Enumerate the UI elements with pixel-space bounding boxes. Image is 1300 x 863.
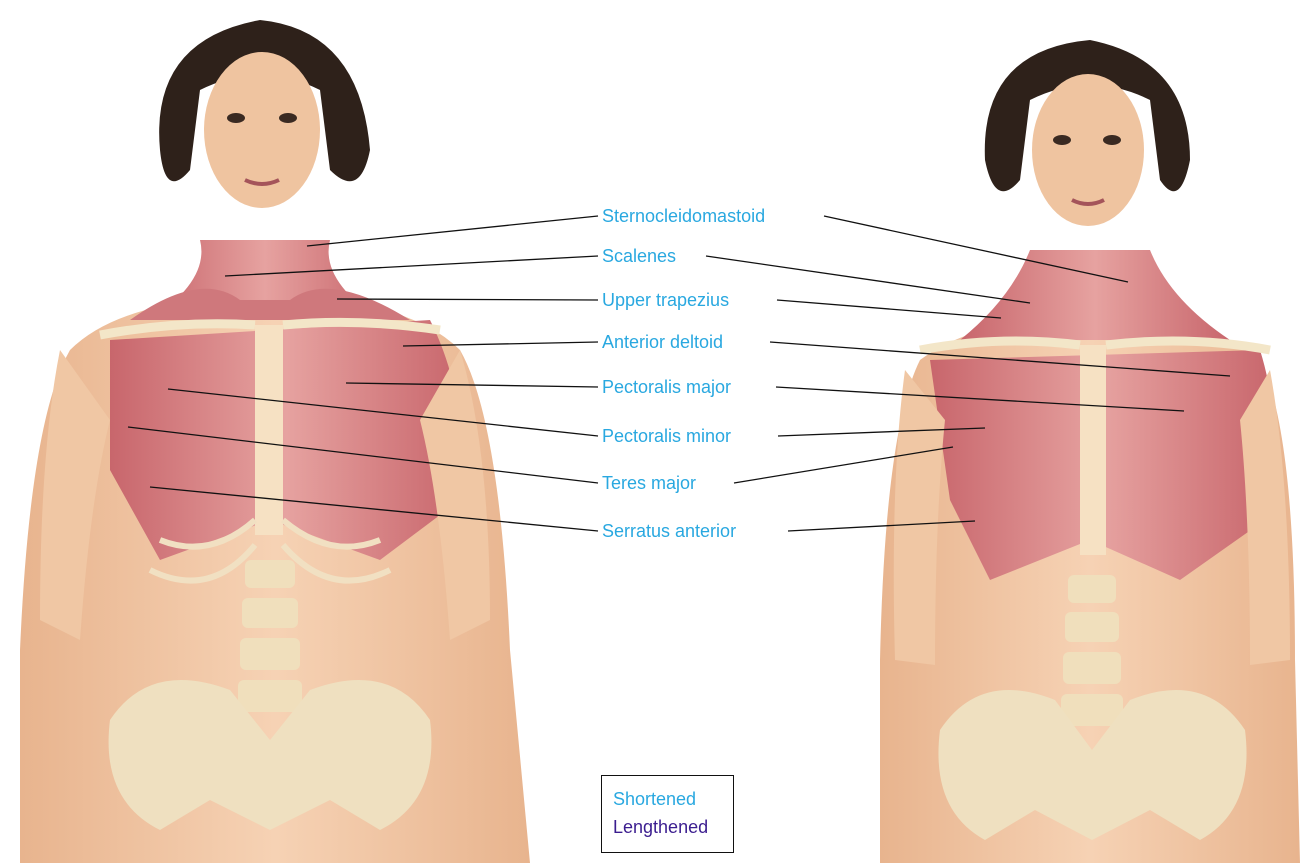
- right-figure-eye-left: [1053, 135, 1071, 145]
- leader-scalenes-right: [706, 256, 1030, 303]
- label-pectoralis-major: Pectoralis major: [602, 376, 731, 398]
- leader-upper-trapezius-right: [777, 300, 1001, 318]
- leader-sternocleidomastoid-left: [307, 216, 598, 246]
- right-figure: [880, 40, 1300, 863]
- label-scalenes: Scalenes: [602, 245, 676, 267]
- right-figure-eye-right: [1103, 135, 1121, 145]
- leader-sternocleidomastoid-right: [824, 216, 1128, 282]
- label-pectoralis-minor: Pectoralis minor: [602, 425, 731, 447]
- label-serratus-anterior: Serratus anterior: [602, 520, 736, 542]
- label-anterior-deltoid: Anterior deltoid: [602, 331, 723, 353]
- legend-box: Shortened Lengthened: [601, 775, 734, 853]
- label-teres-major: Teres major: [602, 472, 696, 494]
- label-sternocleidomastoid: Sternocleidomastoid: [602, 205, 765, 227]
- left-figure: [20, 20, 530, 863]
- left-figure-sternum: [255, 325, 283, 535]
- legend-shortened: Shortened: [613, 788, 696, 810]
- legend-lengthened: Lengthened: [613, 816, 708, 838]
- label-upper-trapezius: Upper trapezius: [602, 289, 729, 311]
- right-figure-sternum: [1080, 345, 1106, 555]
- left-figure-eye-right: [279, 113, 297, 123]
- leader-upper-trapezius-left: [337, 299, 598, 300]
- left-figure-eye-left: [227, 113, 245, 123]
- right-figure-neck-muscles: [960, 250, 1230, 340]
